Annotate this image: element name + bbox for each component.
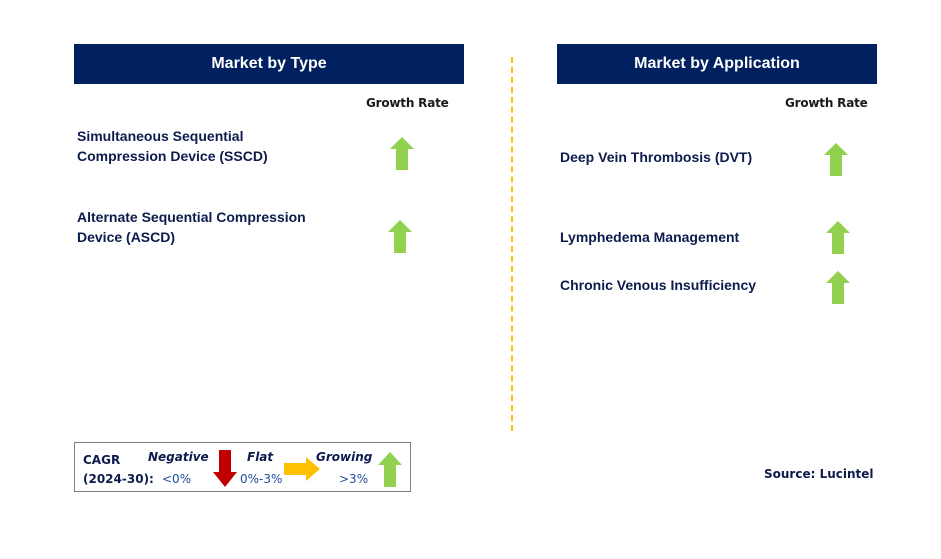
cagr-legend: CAGR (2024-30): Negative <0% Flat 0%-3% … — [74, 442, 411, 492]
cagr-label-line1: CAGR — [83, 453, 121, 467]
arrow-down-icon — [213, 450, 237, 487]
legend-flat-label: Flat — [247, 450, 274, 464]
arrow-up-icon — [390, 137, 414, 170]
legend-negative-label: Negative — [148, 450, 209, 464]
arrow-up-icon — [826, 271, 850, 304]
arrow-right-icon — [284, 457, 320, 481]
market-by-type-title: Market by Type — [211, 55, 327, 72]
legend-growing-range: >3% — [339, 472, 369, 486]
application-item-cvi: Chronic Venous Insufficiency — [560, 277, 757, 293]
market-by-type-header: Market by Type — [74, 44, 464, 84]
growth-rate-label-left: Growth Rate — [366, 96, 449, 110]
legend-flat-range: 0%-3% — [240, 472, 283, 486]
type-item-ascd-line2: Device (ASCD) — [77, 229, 176, 245]
type-item-sscd-line1: Simultaneous Sequential — [77, 128, 244, 144]
arrow-up-icon — [826, 221, 850, 254]
source-label: Source: Lucintel — [764, 467, 874, 481]
type-item-ascd-line1: Alternate Sequential Compression — [77, 209, 306, 225]
arrow-up-icon — [824, 143, 848, 176]
legend-growing-label: Growing — [316, 450, 373, 464]
type-item-sscd: Simultaneous Sequential Compression Devi… — [77, 126, 268, 166]
cagr-label: CAGR (2024-30): — [83, 451, 154, 489]
type-item-ascd: Alternate Sequential Compression Device … — [77, 207, 306, 247]
arrow-up-icon — [378, 452, 402, 487]
legend-negative-range: <0% — [162, 472, 192, 486]
dashed-divider — [511, 57, 513, 431]
type-item-sscd-line2: Compression Device (SSCD) — [77, 148, 268, 164]
market-by-application-title: Market by Application — [634, 55, 800, 72]
cagr-label-line2: (2024-30): — [83, 472, 154, 486]
application-item-lymphedema: Lymphedema Management — [560, 229, 740, 245]
market-by-application-header: Market by Application — [557, 44, 877, 84]
arrow-up-icon — [388, 220, 412, 253]
application-item-dvt: Deep Vein Thrombosis (DVT) — [560, 149, 753, 165]
growth-rate-label-right: Growth Rate — [785, 96, 868, 110]
